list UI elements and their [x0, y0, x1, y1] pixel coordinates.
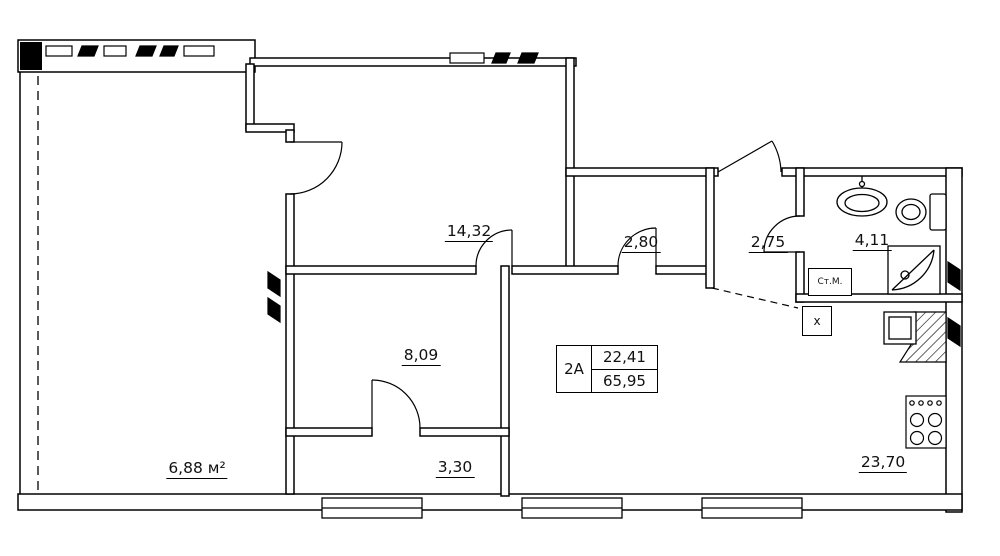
room-label-storage: 3,30	[435, 458, 475, 478]
door-closet-arc	[617, 227, 657, 267]
window-hatch-marks	[45, 45, 961, 348]
stove-icon	[905, 395, 947, 449]
door-room1-arc	[475, 229, 513, 267]
unit-info-box: 2А 22,41 65,95	[556, 345, 658, 393]
toilet-icon	[895, 193, 947, 231]
washing-machine-box: Ст.М.	[808, 268, 852, 296]
room-label-hallway: 2,75	[748, 233, 788, 253]
room-label-bedroom-left: 8,09	[401, 346, 441, 366]
room-label-bathroom: 4,11	[852, 231, 892, 251]
room-label-kitchen-living: 23,70	[858, 453, 908, 473]
kitchen-sink-icon	[883, 311, 917, 345]
unit-code: 2А	[557, 346, 592, 392]
room-label-closet: 2,80	[621, 233, 661, 253]
door-entry-arc	[717, 140, 782, 173]
opening-dashed-line	[711, 287, 799, 309]
bathroom-sink-icon	[836, 176, 888, 217]
unit-area-bottom: 65,95	[603, 371, 646, 390]
door-storage-arc	[371, 379, 421, 429]
room-label-bedroom-top: 14,32	[444, 222, 494, 242]
shower-icon	[887, 245, 941, 295]
vent-shaft-box: х	[802, 306, 832, 336]
unit-areas: 22,41 65,95	[592, 346, 657, 392]
unit-area-top: 22,41	[592, 346, 657, 370]
door-balcony-room-arc	[289, 141, 343, 195]
doors	[289, 140, 801, 429]
bottom-windows	[321, 497, 803, 519]
room-label-balcony: 6,88 м²	[166, 459, 228, 479]
wall-corner-block	[20, 42, 42, 70]
